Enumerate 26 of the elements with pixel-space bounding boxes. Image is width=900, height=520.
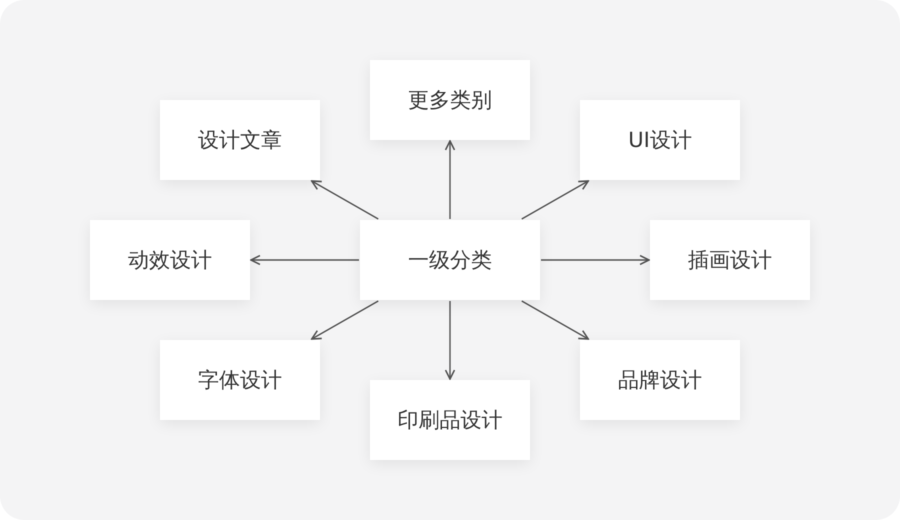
category-label: 字体设计 <box>198 367 282 394</box>
arrow <box>310 180 379 220</box>
arrow <box>250 254 359 266</box>
arrow <box>521 180 590 220</box>
arrow <box>541 254 650 266</box>
category-box <box>370 60 530 140</box>
category-label: 设计文章 <box>198 127 282 154</box>
category-label: 更多类别 <box>408 87 492 114</box>
category-box <box>160 100 320 180</box>
category-label: UI设计 <box>628 127 692 154</box>
category-label: 插画设计 <box>688 247 772 274</box>
category-label: 印刷品设计 <box>398 407 502 434</box>
category-box <box>90 220 250 300</box>
arrow <box>310 300 379 340</box>
category-box <box>650 220 810 300</box>
category-box <box>580 100 740 180</box>
category-label: 动效设计 <box>128 247 212 274</box>
category-box <box>370 380 530 460</box>
arrow <box>521 300 590 340</box>
arrow <box>444 301 456 380</box>
category-box <box>360 220 540 300</box>
category-box <box>580 340 740 420</box>
category-label: 品牌设计 <box>618 367 702 394</box>
category-box <box>160 340 320 420</box>
arrow <box>444 140 456 219</box>
category-label: 一级分类 <box>408 247 492 274</box>
